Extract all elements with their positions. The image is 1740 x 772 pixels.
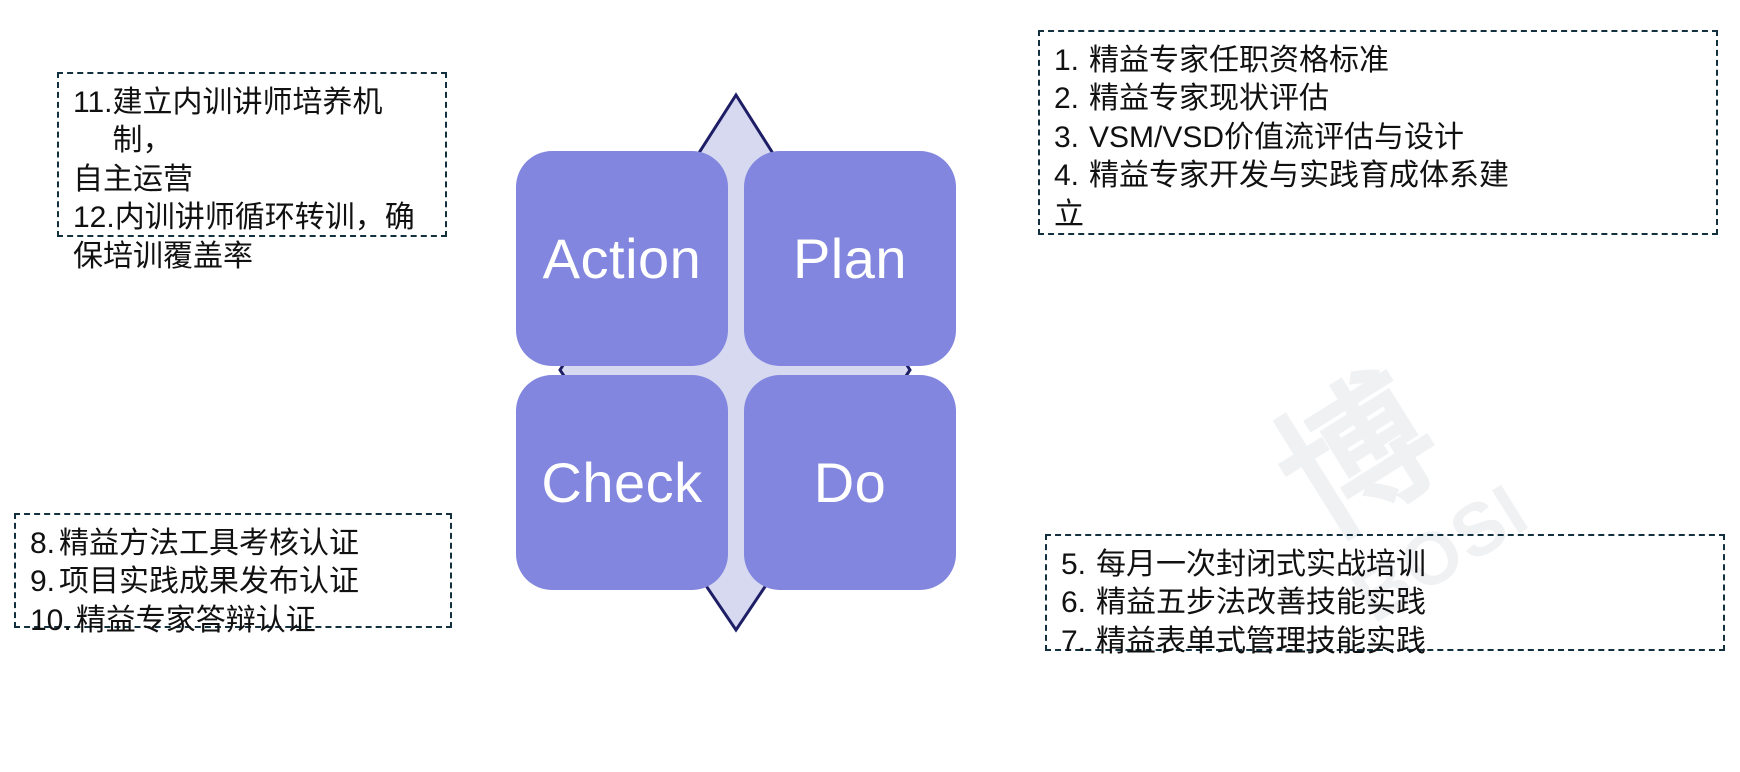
note-line-text: 精益五步法改善技能实践 bbox=[1096, 586, 1427, 620]
note-line-text: 精益专家现状评估 bbox=[1089, 82, 1330, 116]
note-line-number: 6. bbox=[1061, 586, 1087, 620]
note-line-number: 3. bbox=[1054, 120, 1080, 154]
pdca-diagram: Action Plan Check Do bbox=[460, 85, 1000, 635]
note-line-text: 精益专家开发与实践育成体系建 bbox=[1089, 159, 1510, 193]
note-line-number: 7. bbox=[1061, 624, 1087, 658]
note-line: 保培训覆盖率 bbox=[73, 238, 433, 276]
note-line-text: 每月一次封闭式实战培训 bbox=[1096, 548, 1427, 581]
note-line-text: 立 bbox=[1054, 197, 1084, 231]
note-line-text: 建立内训讲师培养机制， bbox=[112, 86, 383, 158]
note-line-number: 5. bbox=[1061, 548, 1087, 581]
watermark: 博 BOSI bbox=[1250, 230, 1740, 771]
note-line-number: 4. bbox=[1054, 159, 1080, 193]
quadrant-tile-action[interactable] bbox=[516, 151, 728, 366]
note-line: 立 bbox=[1054, 196, 1704, 234]
note-line: 5. 每月一次封闭式实战培训 bbox=[1061, 546, 1711, 584]
quadrant-tile-plan[interactable] bbox=[744, 151, 956, 366]
note-line: 3. VSM/VSD价值流评估与设计 bbox=[1054, 119, 1704, 157]
note-line: 6. 精益五步法改善技能实践 bbox=[1061, 584, 1711, 622]
note-line: 12.内训讲师循环转训，确 bbox=[73, 199, 433, 237]
note-line-text: 精益专家任职资格标准 bbox=[1089, 44, 1390, 77]
note-line-text: 精益表单式管理技能实践 bbox=[1096, 624, 1427, 658]
pdca-shapes bbox=[516, 92, 956, 633]
note-line: 8.精益方法工具考核认证 bbox=[30, 525, 438, 563]
note-line: 自主运营 bbox=[73, 161, 433, 199]
note-line: 1. 精益专家任职资格标准 bbox=[1054, 42, 1704, 80]
note-line: 10.精益专家答辩认证 bbox=[30, 602, 438, 640]
quadrant-tile-do[interactable] bbox=[744, 375, 956, 590]
note-line-number: 1. bbox=[1054, 44, 1080, 77]
note-line-text: 内训讲师循环转训，确 bbox=[114, 201, 415, 235]
quadrant-tile-check[interactable] bbox=[516, 375, 728, 590]
note-line-text: 项目实践成果发布认证 bbox=[59, 565, 360, 599]
note-line-number: 2. bbox=[1054, 82, 1080, 116]
note-line: 2. 精益专家现状评估 bbox=[1054, 80, 1704, 118]
note-line: 4. 精益专家开发与实践育成体系建 bbox=[1054, 157, 1704, 195]
note-line: 9.项目实践成果发布认证 bbox=[30, 563, 438, 601]
note-line-number: 8. bbox=[30, 527, 56, 560]
note-line-text: VSM/VSD价值流评估与设计 bbox=[1089, 120, 1465, 154]
note-line: 11.建立内训讲师培养机制， bbox=[73, 84, 433, 161]
note-line-text: 精益方法工具考核认证 bbox=[59, 527, 360, 560]
note-line-text: 精益专家答辩认证 bbox=[75, 603, 316, 637]
note-line-number: 9. bbox=[30, 565, 56, 599]
note-line-text: 保培训覆盖率 bbox=[73, 239, 253, 273]
note-line-number: 11. bbox=[73, 86, 113, 119]
note-box-bottom-right: 5. 每月一次封闭式实战培训 6. 精益五步法改善技能实践 7. 精益表单式管理技能实践 bbox=[1045, 534, 1725, 658]
note-line: 7. 精益表单式管理技能实践 bbox=[1061, 623, 1711, 661]
note-line-number: 10. bbox=[30, 603, 72, 637]
note-line-number: 12. bbox=[73, 201, 115, 235]
note-line-text: 自主运营 bbox=[73, 162, 193, 196]
